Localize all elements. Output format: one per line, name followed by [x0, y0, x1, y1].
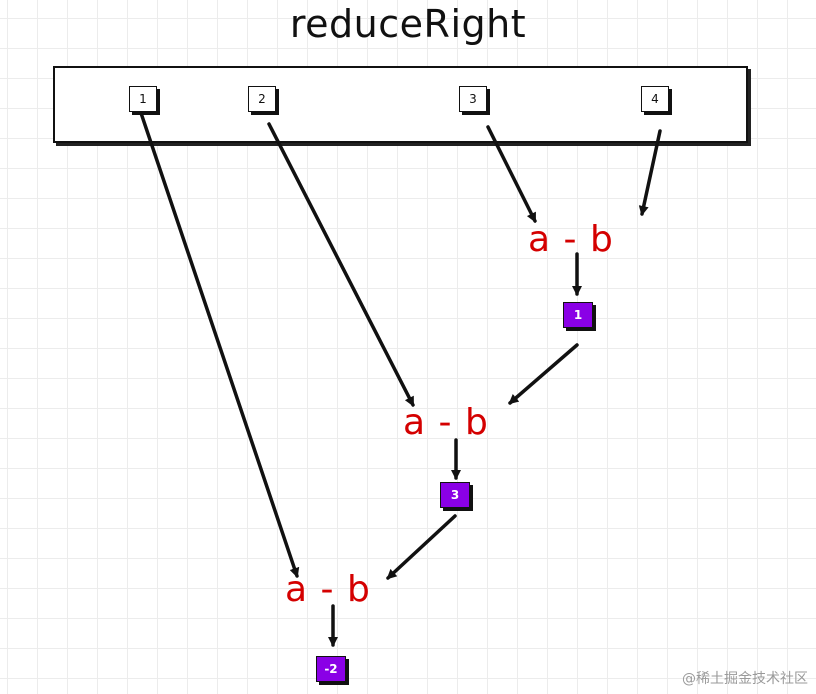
result-3: -2: [316, 656, 346, 682]
watermark: @稀土掘金技术社区: [682, 671, 808, 687]
diagram-title: reduceRight: [289, 2, 527, 46]
arrow-2-to-op2: [267, 122, 415, 407]
array-element-1: 1: [129, 86, 157, 112]
arrow-3-to-op1: [486, 125, 537, 223]
array-element-3: 3: [459, 86, 487, 112]
operation-2: a - b: [403, 402, 489, 443]
result-2: 3: [440, 482, 470, 508]
arrow-result1-to-op2: [508, 343, 579, 405]
operation-3: a - b: [285, 569, 371, 610]
result-1: 1: [563, 302, 593, 328]
array-element-2: 2: [248, 86, 276, 112]
array-container: [53, 66, 748, 143]
operation-1: a - b: [528, 219, 614, 260]
arrow-result2-to-op3: [386, 514, 457, 580]
arrow-1-to-op3: [139, 111, 300, 578]
array-element-4: 4: [641, 86, 669, 112]
arrow-4-to-op1: [638, 129, 662, 216]
